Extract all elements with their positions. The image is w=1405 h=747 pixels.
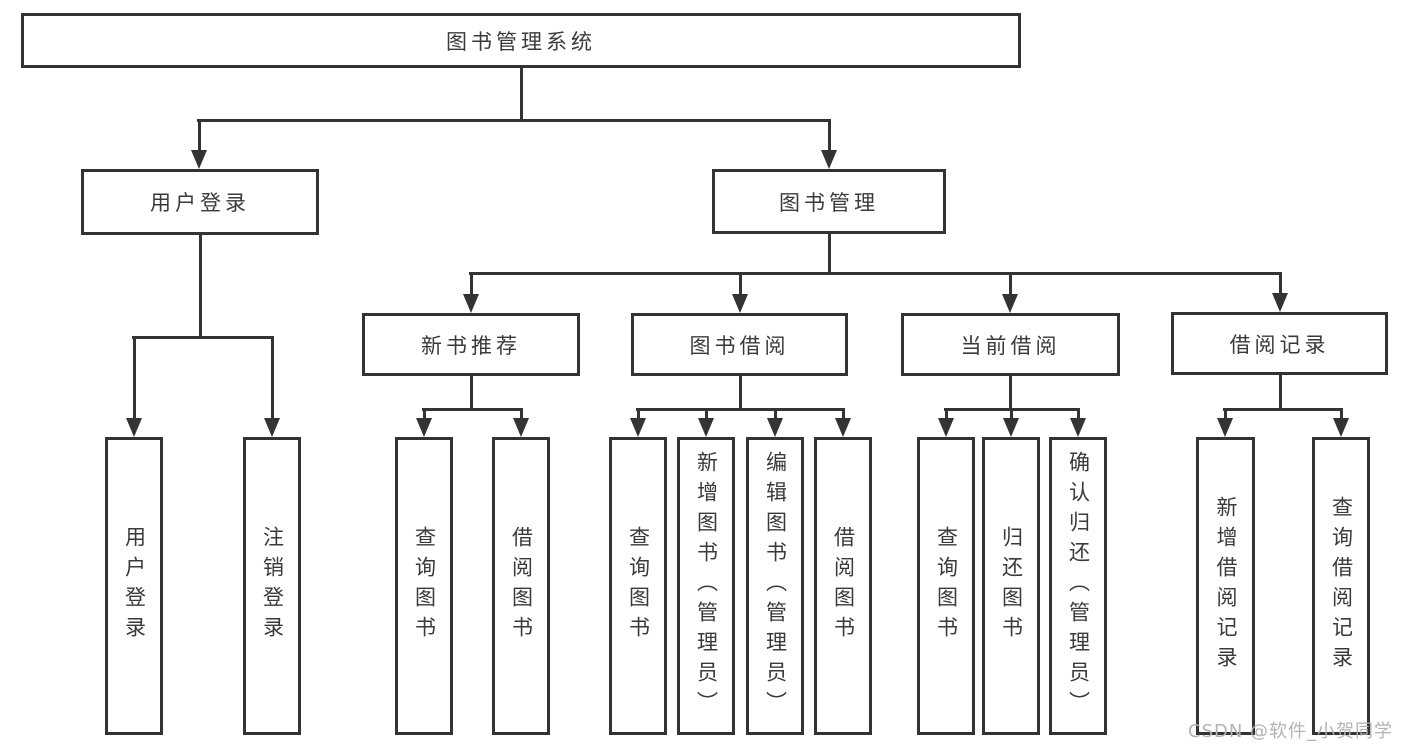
connector-arrow-shaft [636, 408, 640, 421]
leaf-label: 编辑图书（管理员） [763, 451, 788, 721]
connector-line-horizontal [469, 272, 1282, 275]
connector-line-vertical [1278, 375, 1282, 411]
leaf-label: 用户登录 [122, 526, 147, 646]
connector-line-vertical [738, 376, 742, 411]
leaf-add-borrow-record: 新增借阅记录 [1196, 437, 1255, 735]
connector-arrow-shaft [738, 272, 742, 297]
node-user-login: 用户登录 [81, 169, 319, 235]
leaf-query-books: 查询图书 [395, 437, 453, 735]
arrow-down-icon [126, 418, 142, 437]
leaf-label: 查询图书 [412, 526, 437, 646]
leaf-label: 新增图书（管理员） [694, 451, 719, 721]
connector-arrow-shaft [519, 408, 523, 421]
leaf-label: 注销登录 [260, 526, 285, 646]
node-book-borrowing: 图书借阅 [631, 313, 848, 376]
leaf-add-books-admin: 新增图书（管理员） [677, 437, 735, 735]
connector-line-vertical [519, 68, 523, 122]
leaf-edit-books-admin: 编辑图书（管理员） [746, 437, 804, 735]
connector-arrow-shaft [1009, 408, 1013, 421]
connector-arrow-shaft [1076, 408, 1080, 421]
arrow-down-icon [732, 294, 748, 313]
connector-arrow-shaft [841, 408, 845, 421]
connector-arrow-shaft [1008, 272, 1012, 297]
connector-arrow-shaft [827, 119, 831, 153]
connector-arrow-shaft [1278, 272, 1282, 296]
connector-arrow-shaft [773, 408, 777, 421]
connector-line-horizontal [422, 408, 523, 411]
leaf-query-borrow-record: 查询借阅记录 [1312, 437, 1370, 735]
arrow-down-icon [513, 418, 529, 437]
node-current-borrowing: 当前借阅 [901, 313, 1120, 376]
leaf-label: 借阅图书 [509, 526, 534, 646]
leaf-label: 确认归还（管理员） [1066, 451, 1091, 721]
connector-line-horizontal [636, 408, 845, 411]
arrow-down-icon [938, 418, 954, 437]
leaf-confirm-return-admin: 确认归还（管理员） [1049, 437, 1107, 735]
node-new-book-recommend: 新书推荐 [362, 313, 580, 376]
connector-arrow-shaft [132, 336, 136, 421]
leaf-user-login: 用户登录 [105, 437, 163, 735]
arrow-down-icon [191, 150, 207, 169]
leaf-borrow-books: 借阅图书 [814, 437, 872, 735]
leaf-label: 查询图书 [626, 526, 651, 646]
arrow-down-icon [630, 418, 646, 437]
arrow-down-icon [264, 418, 280, 437]
connector-line-horizontal [1223, 408, 1343, 411]
arrow-down-icon [1272, 293, 1288, 312]
arrow-down-icon [1333, 418, 1349, 437]
leaf-label: 借阅图书 [831, 526, 856, 646]
arrow-down-icon [821, 150, 837, 169]
leaf-query-books: 查询图书 [609, 437, 667, 735]
arrow-down-icon [1070, 418, 1086, 437]
arrow-down-icon [835, 418, 851, 437]
leaf-return-books: 归还图书 [982, 437, 1040, 735]
arrow-down-icon [416, 418, 432, 437]
leaf-label: 查询借阅记录 [1329, 496, 1354, 676]
connector-arrow-shaft [1223, 408, 1227, 421]
connector-arrow-shaft [704, 408, 708, 421]
connector-line-vertical [1008, 376, 1012, 411]
arrow-down-icon [1003, 418, 1019, 437]
connector-line-horizontal [132, 336, 274, 339]
connector-line-vertical [827, 234, 831, 275]
connector-arrow-shaft [422, 408, 426, 421]
node-root-library-system: 图书管理系统 [21, 13, 1021, 68]
connector-arrow-shaft [1339, 408, 1343, 421]
arrow-down-icon [463, 294, 479, 313]
connector-line-vertical [469, 376, 473, 411]
arrow-down-icon [1217, 418, 1233, 437]
connector-arrow-shaft [197, 119, 201, 153]
connector-line-vertical [198, 235, 202, 339]
leaf-logout: 注销登录 [243, 437, 301, 735]
node-borrowing-records: 借阅记录 [1171, 312, 1388, 375]
connector-line-horizontal [197, 119, 831, 122]
arrow-down-icon [1002, 294, 1018, 313]
leaf-label: 新增借阅记录 [1214, 496, 1239, 676]
arrow-down-icon [698, 418, 714, 437]
leaf-label: 查询图书 [934, 526, 959, 646]
leaf-query-books: 查询图书 [917, 437, 975, 735]
csdn-watermark: CSDN @软件_小贺同学 [1188, 721, 1394, 742]
arrow-down-icon [767, 418, 783, 437]
node-book-management: 图书管理 [712, 169, 946, 234]
leaf-borrow-books: 借阅图书 [492, 437, 550, 735]
connector-arrow-shaft [270, 336, 274, 421]
connector-arrow-shaft [944, 408, 948, 421]
leaf-label: 归还图书 [999, 526, 1024, 646]
connector-arrow-shaft [469, 272, 473, 297]
